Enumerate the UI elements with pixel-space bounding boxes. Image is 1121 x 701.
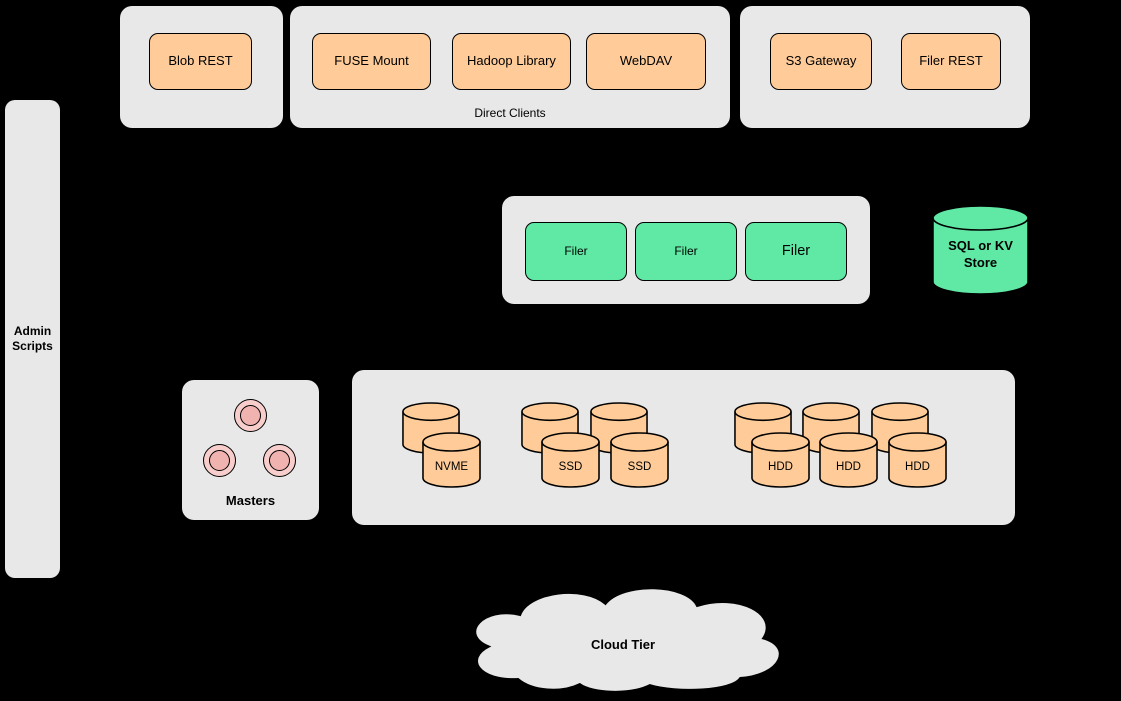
webdav-label: WebDAV [619,53,673,69]
master-node-inner-icon [269,450,290,471]
hadoop-library-node: Hadoop Library [452,33,571,90]
master-node-icon [234,399,267,432]
hdd-label: HDD [836,461,861,474]
cylinder-icon [888,432,947,488]
blob-group-panel: Blob REST [120,6,283,128]
cloud-tier-label: Cloud Tier [590,636,656,652]
volume-cylinder-hdd: HDD [751,432,810,488]
cylinder-icon [541,432,600,488]
blob-rest-node: Blob REST [149,33,252,90]
volume-cylinder-ssd: SSD [541,432,600,488]
hdd-label: HDD [768,461,793,474]
volume-cylinder-ssd: SSD [610,432,669,488]
gateway-panel: S3 Gateway Filer REST [740,6,1030,128]
hadoop-library-label: Hadoop Library [467,53,556,69]
filer-label: Filer [674,244,698,258]
masters-panel: Masters [182,380,319,520]
volume-cylinder-nvme: NVME [422,432,481,488]
filer-panel: Filer Filer Filer [502,196,870,304]
admin-scripts-bar: Admin Scripts [5,100,60,578]
volume-cylinder-hdd: HDD [819,432,878,488]
sql-kv-store-cylinder: SQL or KV Store [931,204,1030,296]
master-node-icon [203,444,236,477]
direct-clients-caption: Direct Clients [474,106,546,120]
webdav-node: WebDAV [586,33,706,90]
fuse-mount-node: FUSE Mount [312,33,431,90]
direct-clients-panel: FUSE Mount Hadoop Library WebDAV Direct … [290,6,730,128]
volume-cylinder-hdd: HDD [888,432,947,488]
cylinder-icon [610,432,669,488]
master-node-inner-icon [209,450,230,471]
s3-gateway-node: S3 Gateway [770,33,872,90]
fuse-mount-label: FUSE Mount [334,53,409,69]
filer-label: Filer [564,244,588,258]
cloud-tier-shape: Cloud Tier [438,588,808,694]
nvme-label: NVME [434,461,469,474]
ssd-label: SSD [558,461,583,474]
filer-node: Filer [635,222,737,281]
sql-kv-store-label: SQL or KV Store [948,238,1013,270]
cylinder-icon [932,205,1029,295]
filer-rest-label: Filer REST [919,53,983,69]
admin-scripts-label: Admin Scripts [12,324,53,353]
hdd-label: HDD [905,461,930,474]
cylinder-icon [422,432,481,488]
ssd-label: SSD [627,461,652,474]
blob-rest-label: Blob REST [168,53,233,69]
cloud-icon [474,588,781,693]
volume-servers-panel: NVME SSD SSD [352,370,1015,525]
masters-label: Masters [225,493,276,508]
filer-node: Filer [745,222,847,281]
master-node-icon [263,444,296,477]
cylinder-icon [751,432,810,488]
filer-label: Filer [781,243,811,260]
s3-gateway-label: S3 Gateway [785,53,857,69]
cylinder-icon [819,432,878,488]
filer-node: Filer [525,222,627,281]
master-node-inner-icon [240,405,261,426]
filer-rest-node: Filer REST [901,33,1001,90]
